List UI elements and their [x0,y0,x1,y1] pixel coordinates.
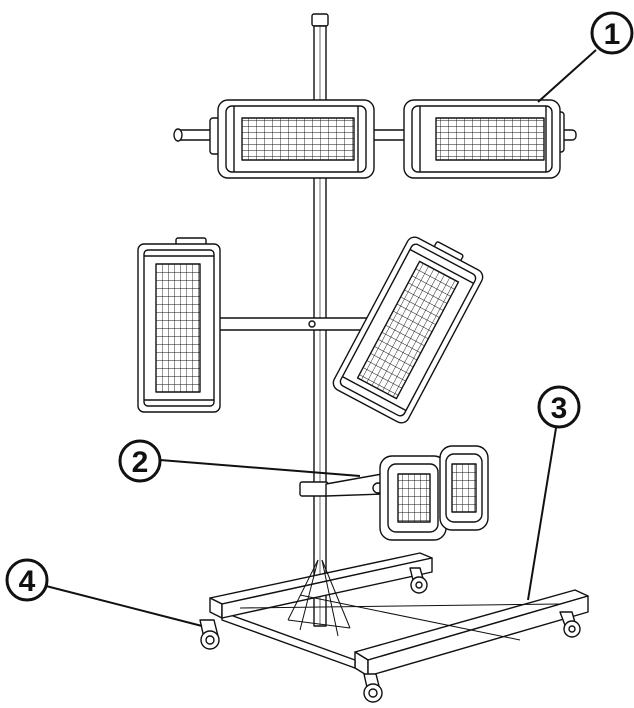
leader-line-2 [159,459,361,477]
leader-line-4 [45,585,203,627]
callout-1-label: 1 [604,18,621,51]
caster-back-right [409,567,428,594]
mast-foot-struts [287,559,351,637]
leader-line-3 [527,427,557,601]
callout-1: 1 [590,11,634,55]
callout-3-label: 3 [551,392,568,425]
callout-4-label: 4 [19,565,36,598]
callout-2-label: 2 [132,446,149,479]
lamp-middle-right [332,236,484,424]
callout-2: 2 [118,439,162,483]
lamp-lower [379,445,489,541]
base-frame [209,552,589,677]
leader-line-1 [537,49,597,103]
lamp-top-left [209,99,375,179]
callout-4: 4 [5,558,49,602]
lower-lamp-bracket [299,473,385,497]
caster-left [199,619,220,650]
lamp-middle-left [137,237,221,413]
callout-3: 3 [537,385,581,429]
caster-right [559,611,581,638]
middle-lamp-arm [211,317,383,331]
caster-front [363,673,383,703]
lamp-top-right [403,99,565,179]
